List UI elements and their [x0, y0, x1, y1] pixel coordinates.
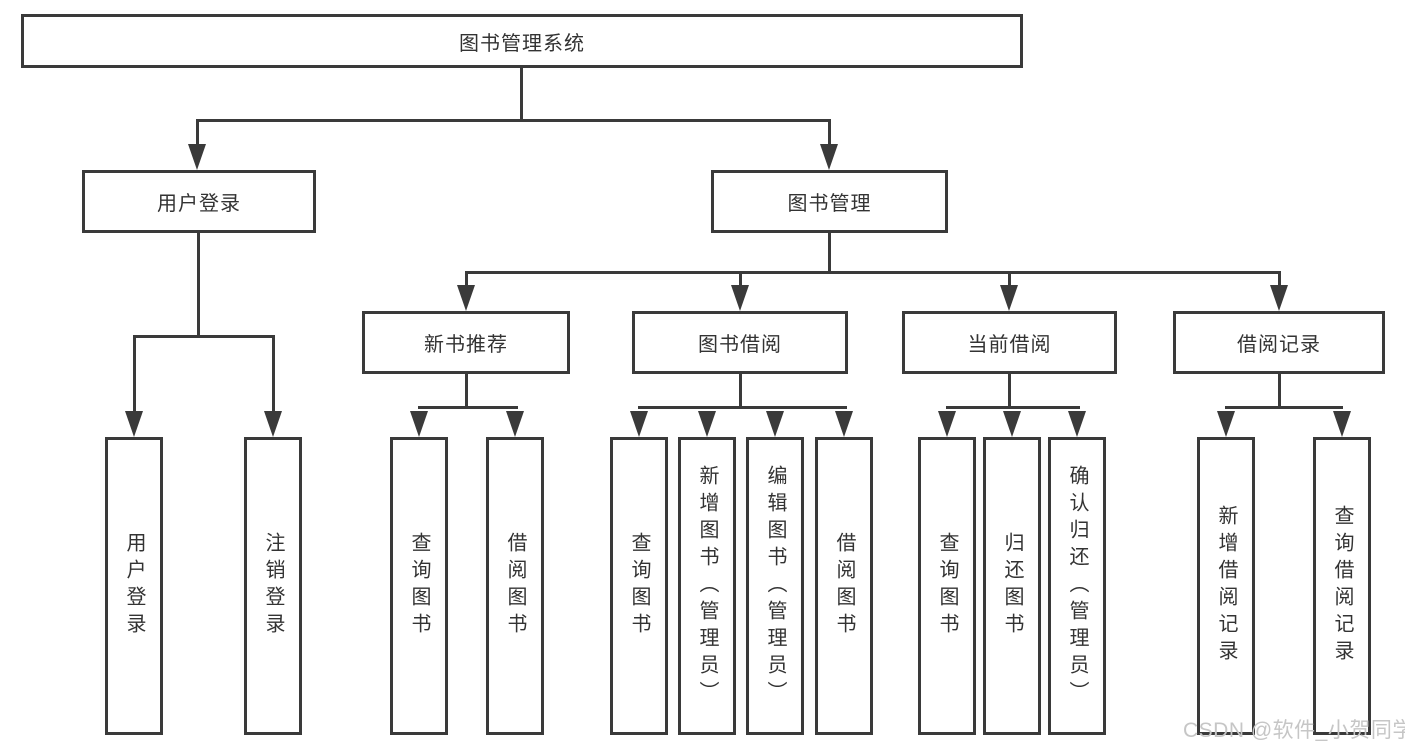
leaf-return-books: 归还图书 — [983, 437, 1041, 735]
connector-line — [465, 271, 468, 289]
connector-line — [196, 119, 199, 149]
leaf-query-books-borrowing: 查询图书 — [610, 437, 668, 735]
connector-line — [133, 335, 275, 338]
leaf-add-books-admin: 新增图书（管理员） — [678, 437, 736, 735]
leaf-label: 编辑图书（管理员） — [764, 464, 786, 708]
leaf-borrow-books-borrowing: 借阅图书 — [815, 437, 873, 735]
leaf-label: 借阅图书 — [504, 532, 526, 640]
connector-arrow-down — [766, 411, 784, 437]
connector-line — [197, 233, 200, 338]
leaf-label: 确认归还（管理员） — [1066, 464, 1088, 708]
leaf-query-books-recommend: 查询图书 — [390, 437, 448, 735]
connector-line — [946, 406, 1080, 409]
connector-line — [196, 119, 831, 122]
connector-arrow-down — [1270, 285, 1288, 311]
node-new-book-recommendation: 新书推荐 — [362, 311, 570, 374]
connector-arrow-down — [1000, 285, 1018, 311]
connector-line — [465, 271, 1281, 274]
connector-line — [418, 406, 518, 409]
connector-line — [520, 68, 523, 122]
leaf-borrow-books-recommend: 借阅图书 — [486, 437, 544, 735]
node-root-library-system: 图书管理系统 — [21, 14, 1023, 68]
leaf-label: 查询图书 — [408, 532, 430, 640]
node-label: 用户登录 — [157, 193, 241, 215]
connector-line — [272, 335, 275, 415]
connector-line — [828, 119, 831, 149]
connector-arrow-down — [1003, 411, 1021, 437]
node-current-borrowing: 当前借阅 — [902, 311, 1117, 374]
node-label: 新书推荐 — [424, 334, 508, 356]
connector-arrow-down — [457, 285, 475, 311]
leaf-label: 查询图书 — [628, 532, 650, 640]
connector-arrow-down — [835, 411, 853, 437]
connector-arrow-down — [698, 411, 716, 437]
node-label: 借阅记录 — [1237, 334, 1321, 356]
connector-line — [739, 271, 742, 289]
connector-arrow-down — [125, 411, 143, 437]
connector-arrow-down — [820, 144, 838, 170]
connector-line — [1278, 271, 1281, 289]
connector-line — [828, 233, 831, 274]
leaf-user-login: 用户登录 — [105, 437, 163, 735]
leaf-label: 注销登录 — [262, 532, 284, 640]
node-borrowing-records: 借阅记录 — [1173, 311, 1385, 374]
node-label: 图书借阅 — [698, 334, 782, 356]
connector-arrow-down — [188, 144, 206, 170]
leaf-edit-books-admin: 编辑图书（管理员） — [746, 437, 804, 735]
leaf-query-books-current: 查询图书 — [918, 437, 976, 735]
node-user-login: 用户登录 — [82, 170, 316, 233]
connector-line — [1008, 271, 1011, 289]
node-label: 图书管理系统 — [459, 32, 585, 55]
connector-arrow-down — [1217, 411, 1235, 437]
connector-arrow-down — [630, 411, 648, 437]
connector-line — [1278, 374, 1281, 409]
node-book-management: 图书管理 — [711, 170, 948, 233]
connector-line — [638, 406, 847, 409]
leaf-label: 用户登录 — [123, 532, 145, 640]
node-book-borrowing: 图书借阅 — [632, 311, 848, 374]
connector-line — [465, 374, 468, 409]
connector-arrow-down — [938, 411, 956, 437]
csdn-watermark: CSDN @软件_小贺同学 — [1183, 719, 1405, 742]
leaf-label: 归还图书 — [1001, 532, 1023, 640]
connector-arrow-down — [410, 411, 428, 437]
connector-line — [133, 335, 136, 415]
connector-arrow-down — [731, 285, 749, 311]
connector-arrow-down — [1333, 411, 1351, 437]
connector-line — [739, 374, 742, 409]
leaf-label: 新增借阅记录 — [1215, 505, 1237, 667]
connector-line — [1225, 406, 1343, 409]
connector-arrow-down — [506, 411, 524, 437]
node-label: 当前借阅 — [967, 334, 1052, 356]
leaf-label: 查询借阅记录 — [1331, 505, 1353, 667]
connector-line — [1008, 374, 1011, 409]
leaf-confirm-return-admin: 确认归还（管理员） — [1048, 437, 1106, 735]
leaf-label: 查询图书 — [936, 532, 958, 640]
leaf-add-borrow-record: 新增借阅记录 — [1197, 437, 1255, 735]
leaf-label: 新增图书（管理员） — [696, 464, 718, 708]
leaf-query-borrow-record: 查询借阅记录 — [1313, 437, 1371, 735]
connector-arrow-down — [1068, 411, 1086, 437]
leaf-label: 借阅图书 — [833, 532, 855, 640]
connector-arrow-down — [264, 411, 282, 437]
node-label: 图书管理 — [787, 193, 872, 215]
leaf-logout: 注销登录 — [244, 437, 302, 735]
